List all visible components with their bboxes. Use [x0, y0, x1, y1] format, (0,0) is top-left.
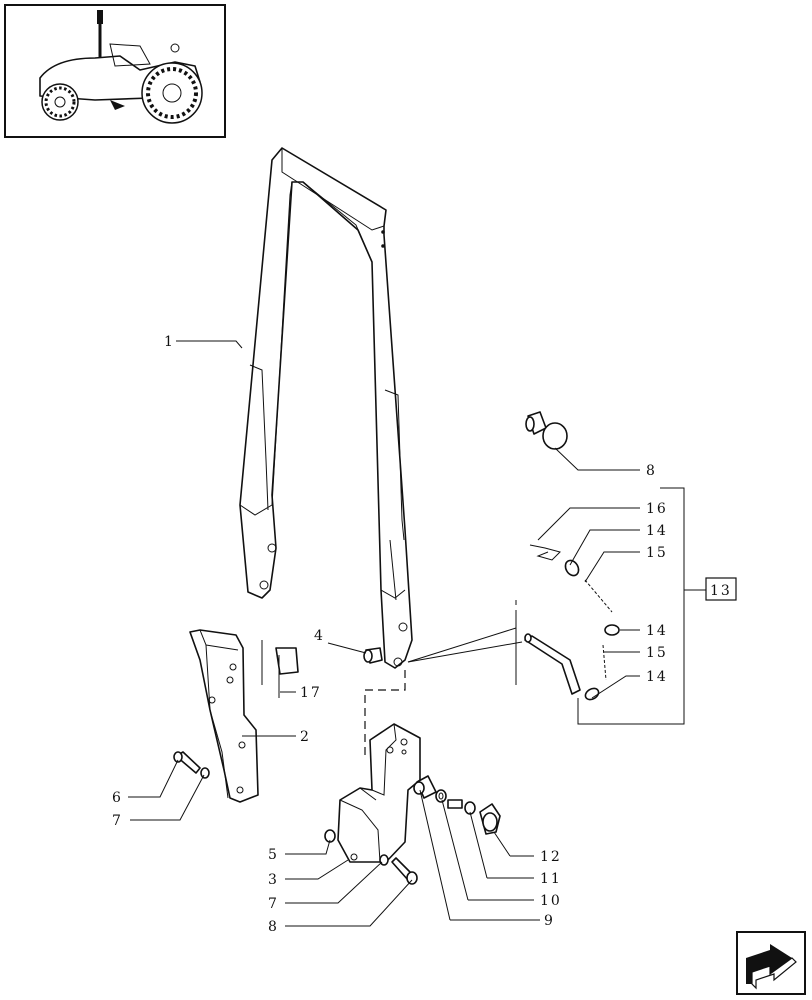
callout-7-left: 7 [112, 813, 123, 829]
kit-13-box [705, 577, 737, 601]
callout-12: 12 [540, 849, 562, 865]
bolt-part-8 [379, 854, 418, 885]
spacer-pin-assembly [413, 775, 501, 835]
assembly-dashed-lines [364, 670, 406, 760]
callout-14-mid: 14 [646, 623, 668, 639]
callout-9: 9 [544, 913, 555, 929]
bolt-part-6 [173, 751, 210, 779]
callout-15-top: 15 [646, 545, 668, 561]
callout-14-top: 14 [646, 523, 668, 539]
pin-kit-13 [524, 544, 620, 701]
callout-11: 11 [540, 871, 562, 887]
pad-part-17 [261, 640, 299, 698]
callout-leaders [128, 340, 706, 927]
tractor-thumbnail-icon [4, 4, 226, 138]
callout-labels: 1 2 3 4 5 6 7 7 8 8 9 10 11 12 13 14 14 … [112, 334, 732, 935]
callout-17: 17 [300, 685, 322, 701]
callout-2: 2 [300, 729, 311, 745]
callout-7-bottom: 7 [268, 896, 279, 912]
callout-8-bolt: 8 [268, 919, 279, 935]
callout-5: 5 [268, 847, 279, 863]
callout-16: 16 [646, 501, 668, 517]
next-page-arrow-icon[interactable] [736, 931, 806, 995]
callout-3: 3 [268, 872, 279, 888]
right-bracket [337, 723, 421, 863]
callout-1: 1 [164, 334, 175, 350]
callout-6: 6 [112, 790, 123, 806]
callout-13: 13 [710, 583, 732, 599]
callout-15-bottom: 15 [646, 645, 668, 661]
knob-part-8 [525, 411, 568, 450]
nut-part-5 [324, 829, 336, 843]
callout-14-bottom: 14 [646, 669, 668, 685]
rops-frame [239, 147, 413, 669]
nut-part-4 [363, 647, 383, 664]
left-bracket [189, 629, 259, 803]
callout-4: 4 [314, 628, 325, 644]
callout-8-knob: 8 [646, 463, 657, 479]
callout-10: 10 [540, 893, 562, 909]
